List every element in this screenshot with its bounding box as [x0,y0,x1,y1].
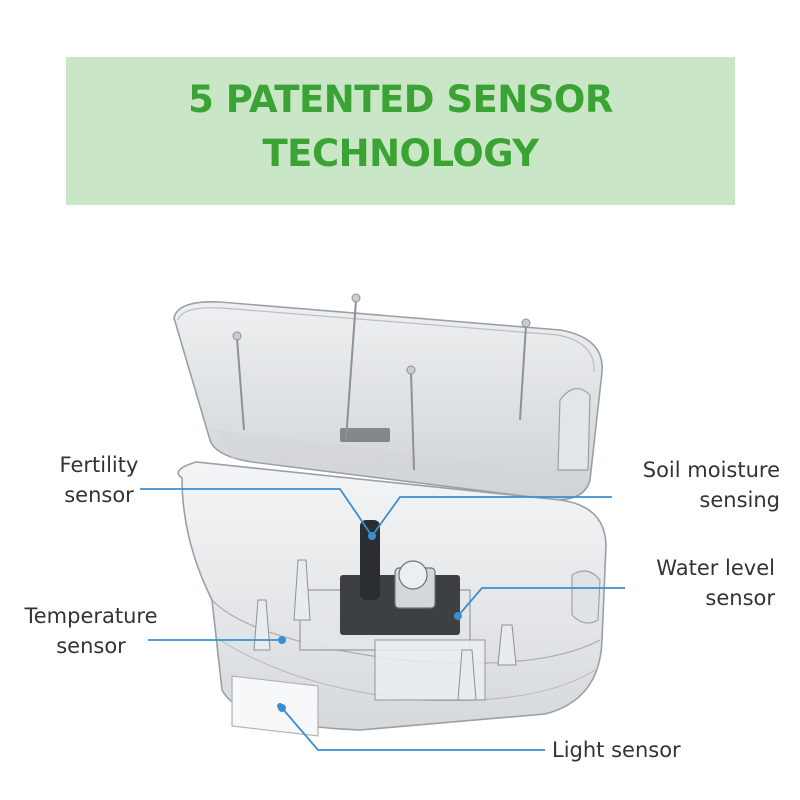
upper-tray [173,293,603,501]
temperature-sensor-label: Temperature sensor [24,604,158,658]
water-callout [457,587,625,617]
fertility-sensor-label: Fertility sensor [59,453,139,507]
light-sensor-board [231,675,319,737]
light-sensor-label: Light sensor [552,738,681,762]
soil-moisture-label: Soil moisture sensing [642,458,780,512]
sensor-assembly [253,520,517,701]
light-callout [281,707,545,751]
fertility-callout [140,488,373,537]
callout-lines [140,488,625,751]
header-banner [66,57,735,205]
callout-dots [278,532,462,712]
water-level-sensor-label: Water level sensor [656,556,775,610]
soil-callout [371,496,612,537]
page-title-line-1: 5 PATENTED SENSOR [188,78,613,121]
page-title-line-2: TECHNOLOGY [262,132,539,175]
